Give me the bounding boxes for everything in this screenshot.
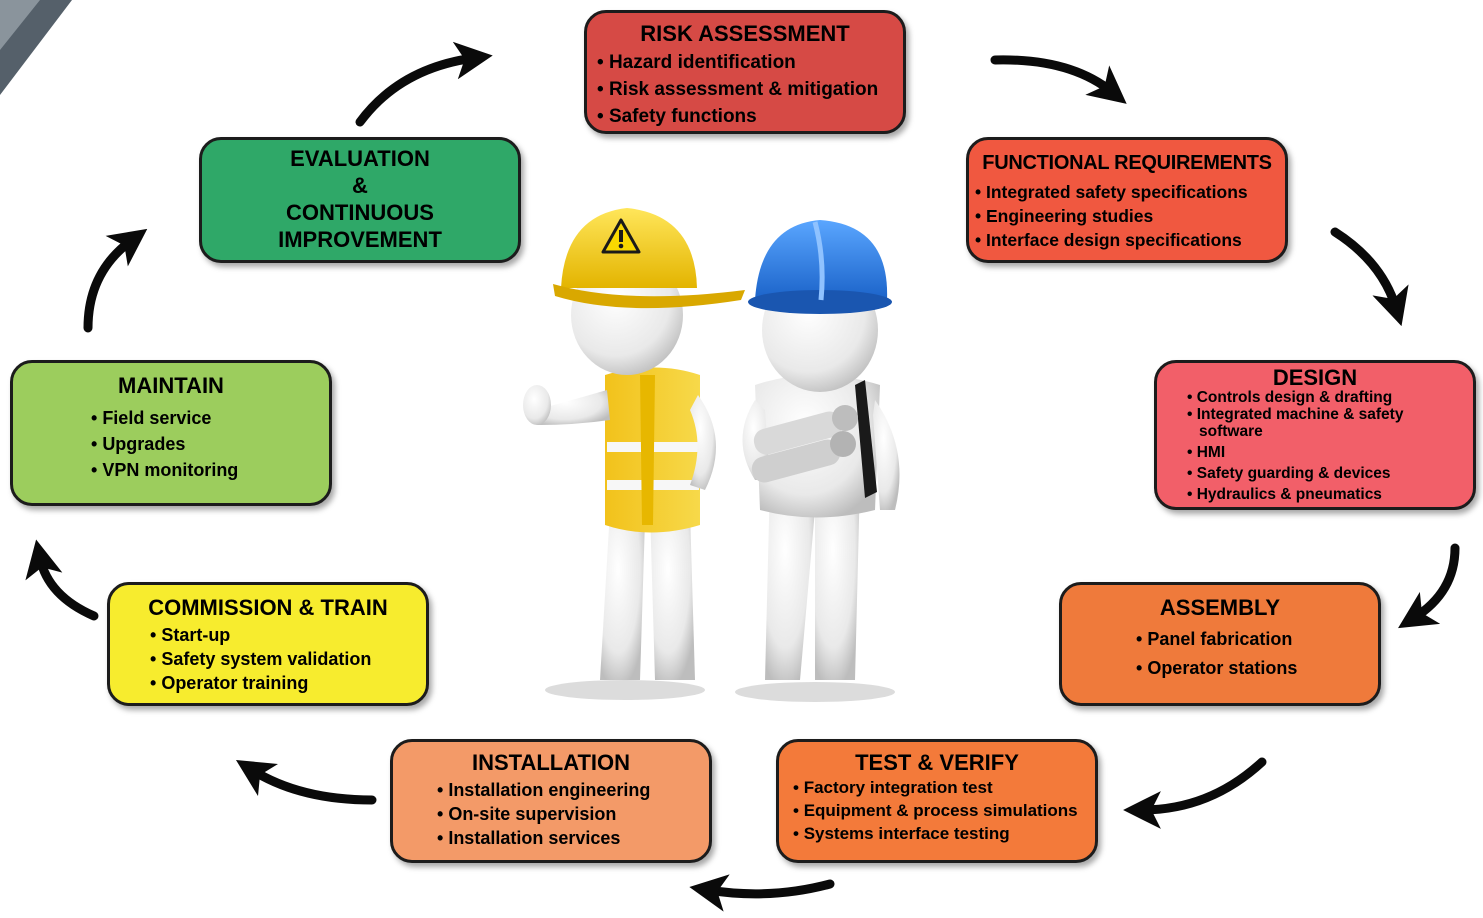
installation-title: INSTALLATION [471,750,631,775]
installation-box: INSTALLATION Installation engineering On… [390,739,712,863]
risk-assessment-title: RISK ASSESSMENT [640,21,850,46]
list-item: Start-up [150,623,426,647]
maintain-title: MAINTAIN [118,373,224,398]
two-engineers-hardhats-illustration [523,208,900,702]
arrow-maintain-to-evaluation [83,228,148,333]
arrow-test-to-installation [689,874,835,912]
functional-requirements-title: FUNCTIONAL REQUIREMENTS [982,152,1272,174]
list-item: VPN monitoring [91,457,329,483]
evaluation-title: EVALUATION & CONTINUOUS IMPROVEMENT [202,145,518,253]
list-item: HMI [1187,444,1473,461]
arrow-risk-to-functional [990,55,1127,104]
evaluation-title-line: EVALUATION [290,146,430,171]
arrow-functional-to-design [1330,227,1409,327]
engineer-yellow-hat [523,208,745,680]
list-item: Engineering studies [975,204,1285,228]
list-item: Integrated safety specifications [975,180,1285,204]
list-item: Controls design & drafting [1187,389,1473,406]
functional-requirements-box: FUNCTIONAL REQUIREMENTS Integrated safet… [966,137,1288,263]
list-item: Hydraulics & pneumatics [1187,486,1473,503]
list-item: Integrated machine & safety software [1187,406,1449,440]
assembly-box: ASSEMBLY Panel fabrication Operator stat… [1059,582,1381,706]
commission-train-title: COMMISSION & TRAIN [148,595,388,620]
list-item: Safety functions [597,103,903,130]
test-verify-title: TEST & VERIFY [855,750,1019,775]
list-item: Field service [91,405,329,431]
evaluation-box: EVALUATION & CONTINUOUS IMPROVEMENT [199,137,521,263]
list-item: Factory integration test [793,776,1095,799]
arrow-installation-to-commission [235,759,377,805]
design-title: DESIGN [1272,365,1358,390]
corner-decoration [0,0,72,95]
risk-assessment-box: RISK ASSESSMENT Hazard identification Ri… [584,10,906,134]
arrow-assembly-to-test [1123,757,1267,829]
list-item: Systems interface testing [793,822,1095,845]
design-box: DESIGN Controls design & drafting Integr… [1154,360,1476,510]
list-item: Interface design specifications [975,228,1285,252]
commission-train-box: COMMISSION & TRAIN Start-up Safety syste… [107,582,429,706]
rolled-blueprints [751,405,858,483]
list-item: Operator stations [1136,654,1378,683]
arrow-evaluation-to-risk [355,41,493,127]
test-verify-box: TEST & VERIFY Factory integration test E… [776,739,1098,863]
maintain-box: MAINTAIN Field service Upgrades VPN moni… [10,360,332,506]
list-item: Safety system validation [150,647,426,671]
arrow-design-to-assembly [1398,543,1460,629]
evaluation-title-line: IMPROVEMENT [278,227,442,252]
list-item: Hazard identification [597,49,903,76]
arrow-commission-to-maintain [25,539,99,621]
list-item: Installation engineering [437,778,709,802]
list-item: On-site supervision [437,802,709,826]
evaluation-title-line: & [352,173,368,198]
list-item: Panel fabrication [1136,625,1378,654]
list-item: Risk assessment & mitigation [597,76,903,103]
warning-triangle-icon [601,218,641,254]
engineer-blue-hat [742,220,900,680]
list-item: Upgrades [91,431,329,457]
assembly-title: ASSEMBLY [1159,595,1281,620]
list-item: Safety guarding & devices [1187,465,1473,482]
list-item: Equipment & process simulations [793,799,1095,822]
evaluation-title-line: CONTINUOUS [286,200,434,225]
list-item: Installation services [437,826,709,850]
list-item: Operator training [150,671,426,695]
